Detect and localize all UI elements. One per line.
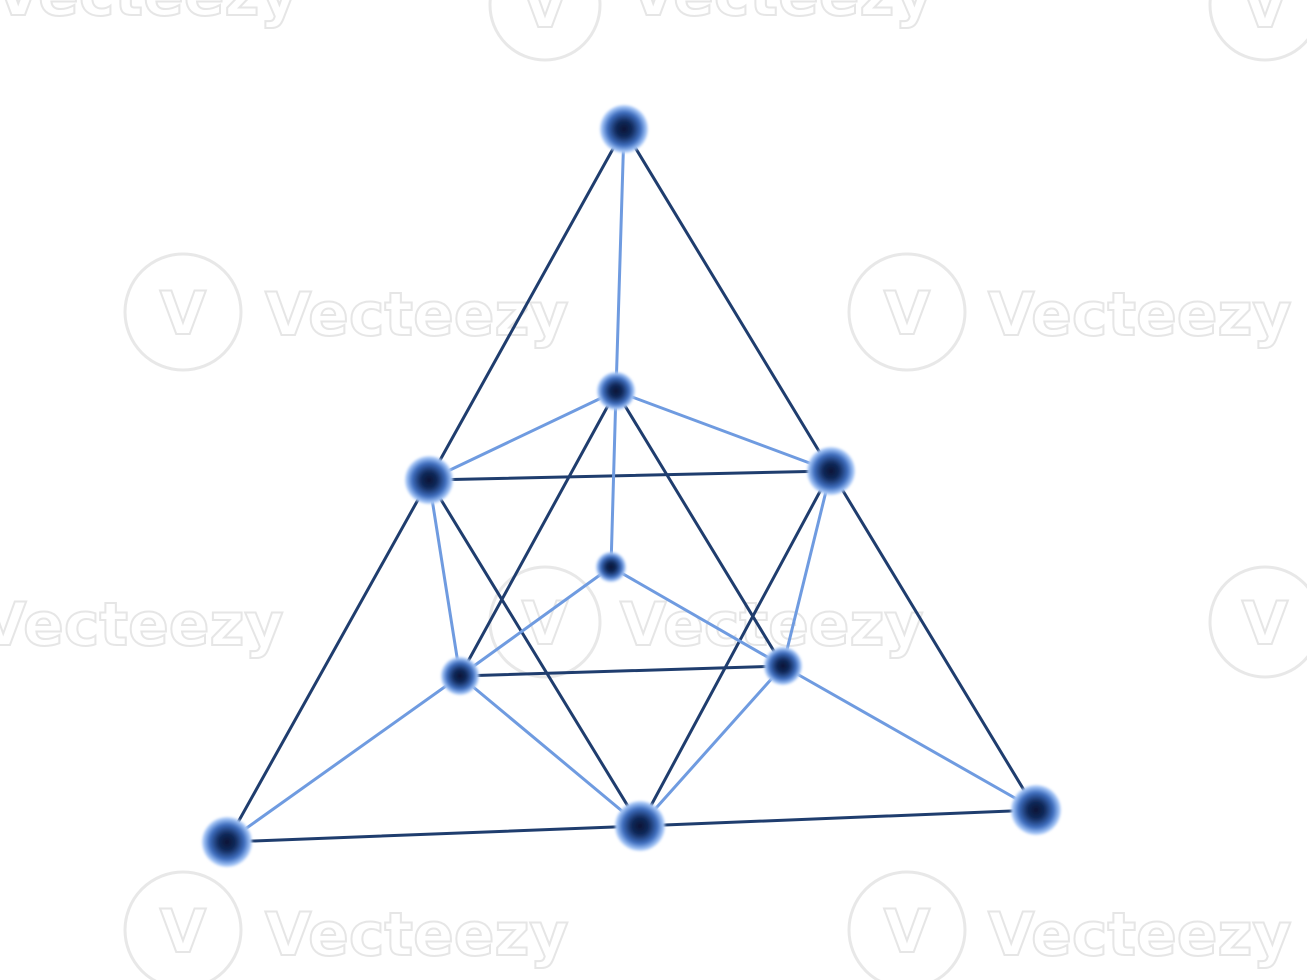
edge-upper-center-to-mid-right bbox=[614, 389, 833, 473]
edge-lower-right-to-bottom-center bbox=[638, 664, 785, 828]
edge-apex-to-mid-left bbox=[427, 127, 626, 482]
edge-apex-to-mid-right bbox=[622, 127, 833, 473]
svg-text:V: V bbox=[160, 279, 207, 349]
watermark-logo-icon: V bbox=[123, 252, 243, 372]
watermark-text: Vecteezy bbox=[265, 900, 569, 970]
svg-text:V: V bbox=[522, 589, 569, 659]
watermark-text: Vecteezy bbox=[988, 280, 1292, 350]
svg-text:V: V bbox=[160, 897, 207, 967]
watermark-logo-icon: V bbox=[1208, 0, 1307, 62]
edges-group bbox=[225, 127, 1038, 844]
node-bottom-right bbox=[1011, 785, 1061, 835]
edge-mid-right-to-bottom-center bbox=[638, 469, 833, 828]
node-mid-right bbox=[807, 447, 855, 495]
edge-lower-left-to-lower-right bbox=[458, 664, 785, 678]
edge-mid-left-to-mid-right bbox=[427, 469, 833, 482]
node-lower-right bbox=[764, 647, 802, 685]
watermark-text: Vecteezy bbox=[988, 900, 1292, 970]
node-bottom-left bbox=[202, 817, 252, 867]
watermark-logo-icon: V bbox=[847, 252, 967, 372]
watermark-logo-icon: V bbox=[123, 870, 243, 980]
edge-mid-left-to-bottom-center bbox=[427, 478, 642, 828]
svg-text:V: V bbox=[522, 0, 569, 42]
watermark-text: Vecteezy bbox=[630, 0, 934, 30]
edge-center-to-lower-left bbox=[458, 565, 613, 678]
nodes-group bbox=[202, 105, 1061, 867]
node-mid-left bbox=[405, 456, 453, 504]
watermark-text: Vecteezy bbox=[0, 590, 284, 660]
edge-lower-left-to-bottom-left bbox=[225, 674, 462, 844]
edge-center-to-lower-right bbox=[609, 565, 785, 668]
svg-text:V: V bbox=[884, 897, 931, 967]
svg-text:V: V bbox=[884, 279, 931, 349]
node-lower-left bbox=[441, 657, 479, 695]
edge-bottom-center-to-bottom-right bbox=[638, 808, 1038, 828]
edge-upper-center-to-lower-right bbox=[614, 389, 785, 668]
edge-upper-center-to-center bbox=[609, 389, 618, 569]
watermark-logo-icon: V bbox=[1208, 565, 1307, 679]
edge-bottom-left-to-bottom-center bbox=[225, 824, 642, 844]
node-apex bbox=[600, 105, 648, 153]
edge-mid-left-to-lower-left bbox=[427, 478, 462, 678]
edge-upper-center-to-mid-left bbox=[427, 389, 618, 482]
watermark-logo-icon: V bbox=[488, 0, 602, 62]
svg-text:V: V bbox=[1242, 589, 1289, 659]
watermark-text: Vecteezy bbox=[0, 0, 299, 30]
watermark-text: Vecteezy bbox=[265, 280, 569, 350]
edge-apex-to-upper-center bbox=[614, 127, 626, 393]
edge-mid-right-to-bottom-right bbox=[829, 469, 1038, 812]
svg-text:V: V bbox=[1242, 0, 1289, 42]
node-bottom-center bbox=[615, 801, 665, 851]
edge-upper-center-to-lower-left bbox=[458, 389, 618, 678]
edge-lower-left-to-bottom-center bbox=[458, 674, 642, 828]
edge-mid-left-to-bottom-left bbox=[225, 478, 431, 844]
node-upper-center bbox=[597, 372, 635, 410]
watermark-logo-icon: V bbox=[847, 870, 967, 980]
node-center bbox=[596, 552, 626, 582]
edge-mid-right-to-lower-right bbox=[781, 469, 833, 668]
edge-lower-right-to-bottom-right bbox=[781, 664, 1038, 812]
